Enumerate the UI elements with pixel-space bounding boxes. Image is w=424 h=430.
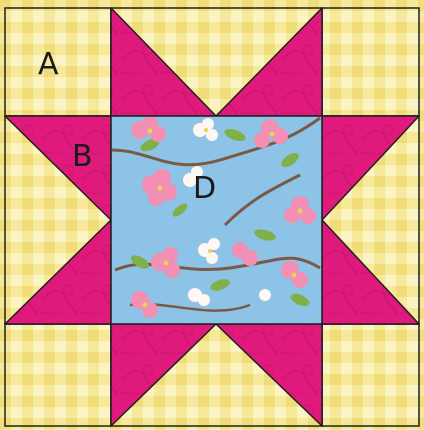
corner-square-bottom-left xyxy=(5,324,111,426)
label-a: A xyxy=(38,47,59,82)
corner-square-bottom-right xyxy=(322,324,419,426)
label-b: B xyxy=(72,139,93,174)
corner-square-top-right xyxy=(322,8,419,116)
center-square xyxy=(111,116,322,324)
label-d: D xyxy=(193,171,216,206)
